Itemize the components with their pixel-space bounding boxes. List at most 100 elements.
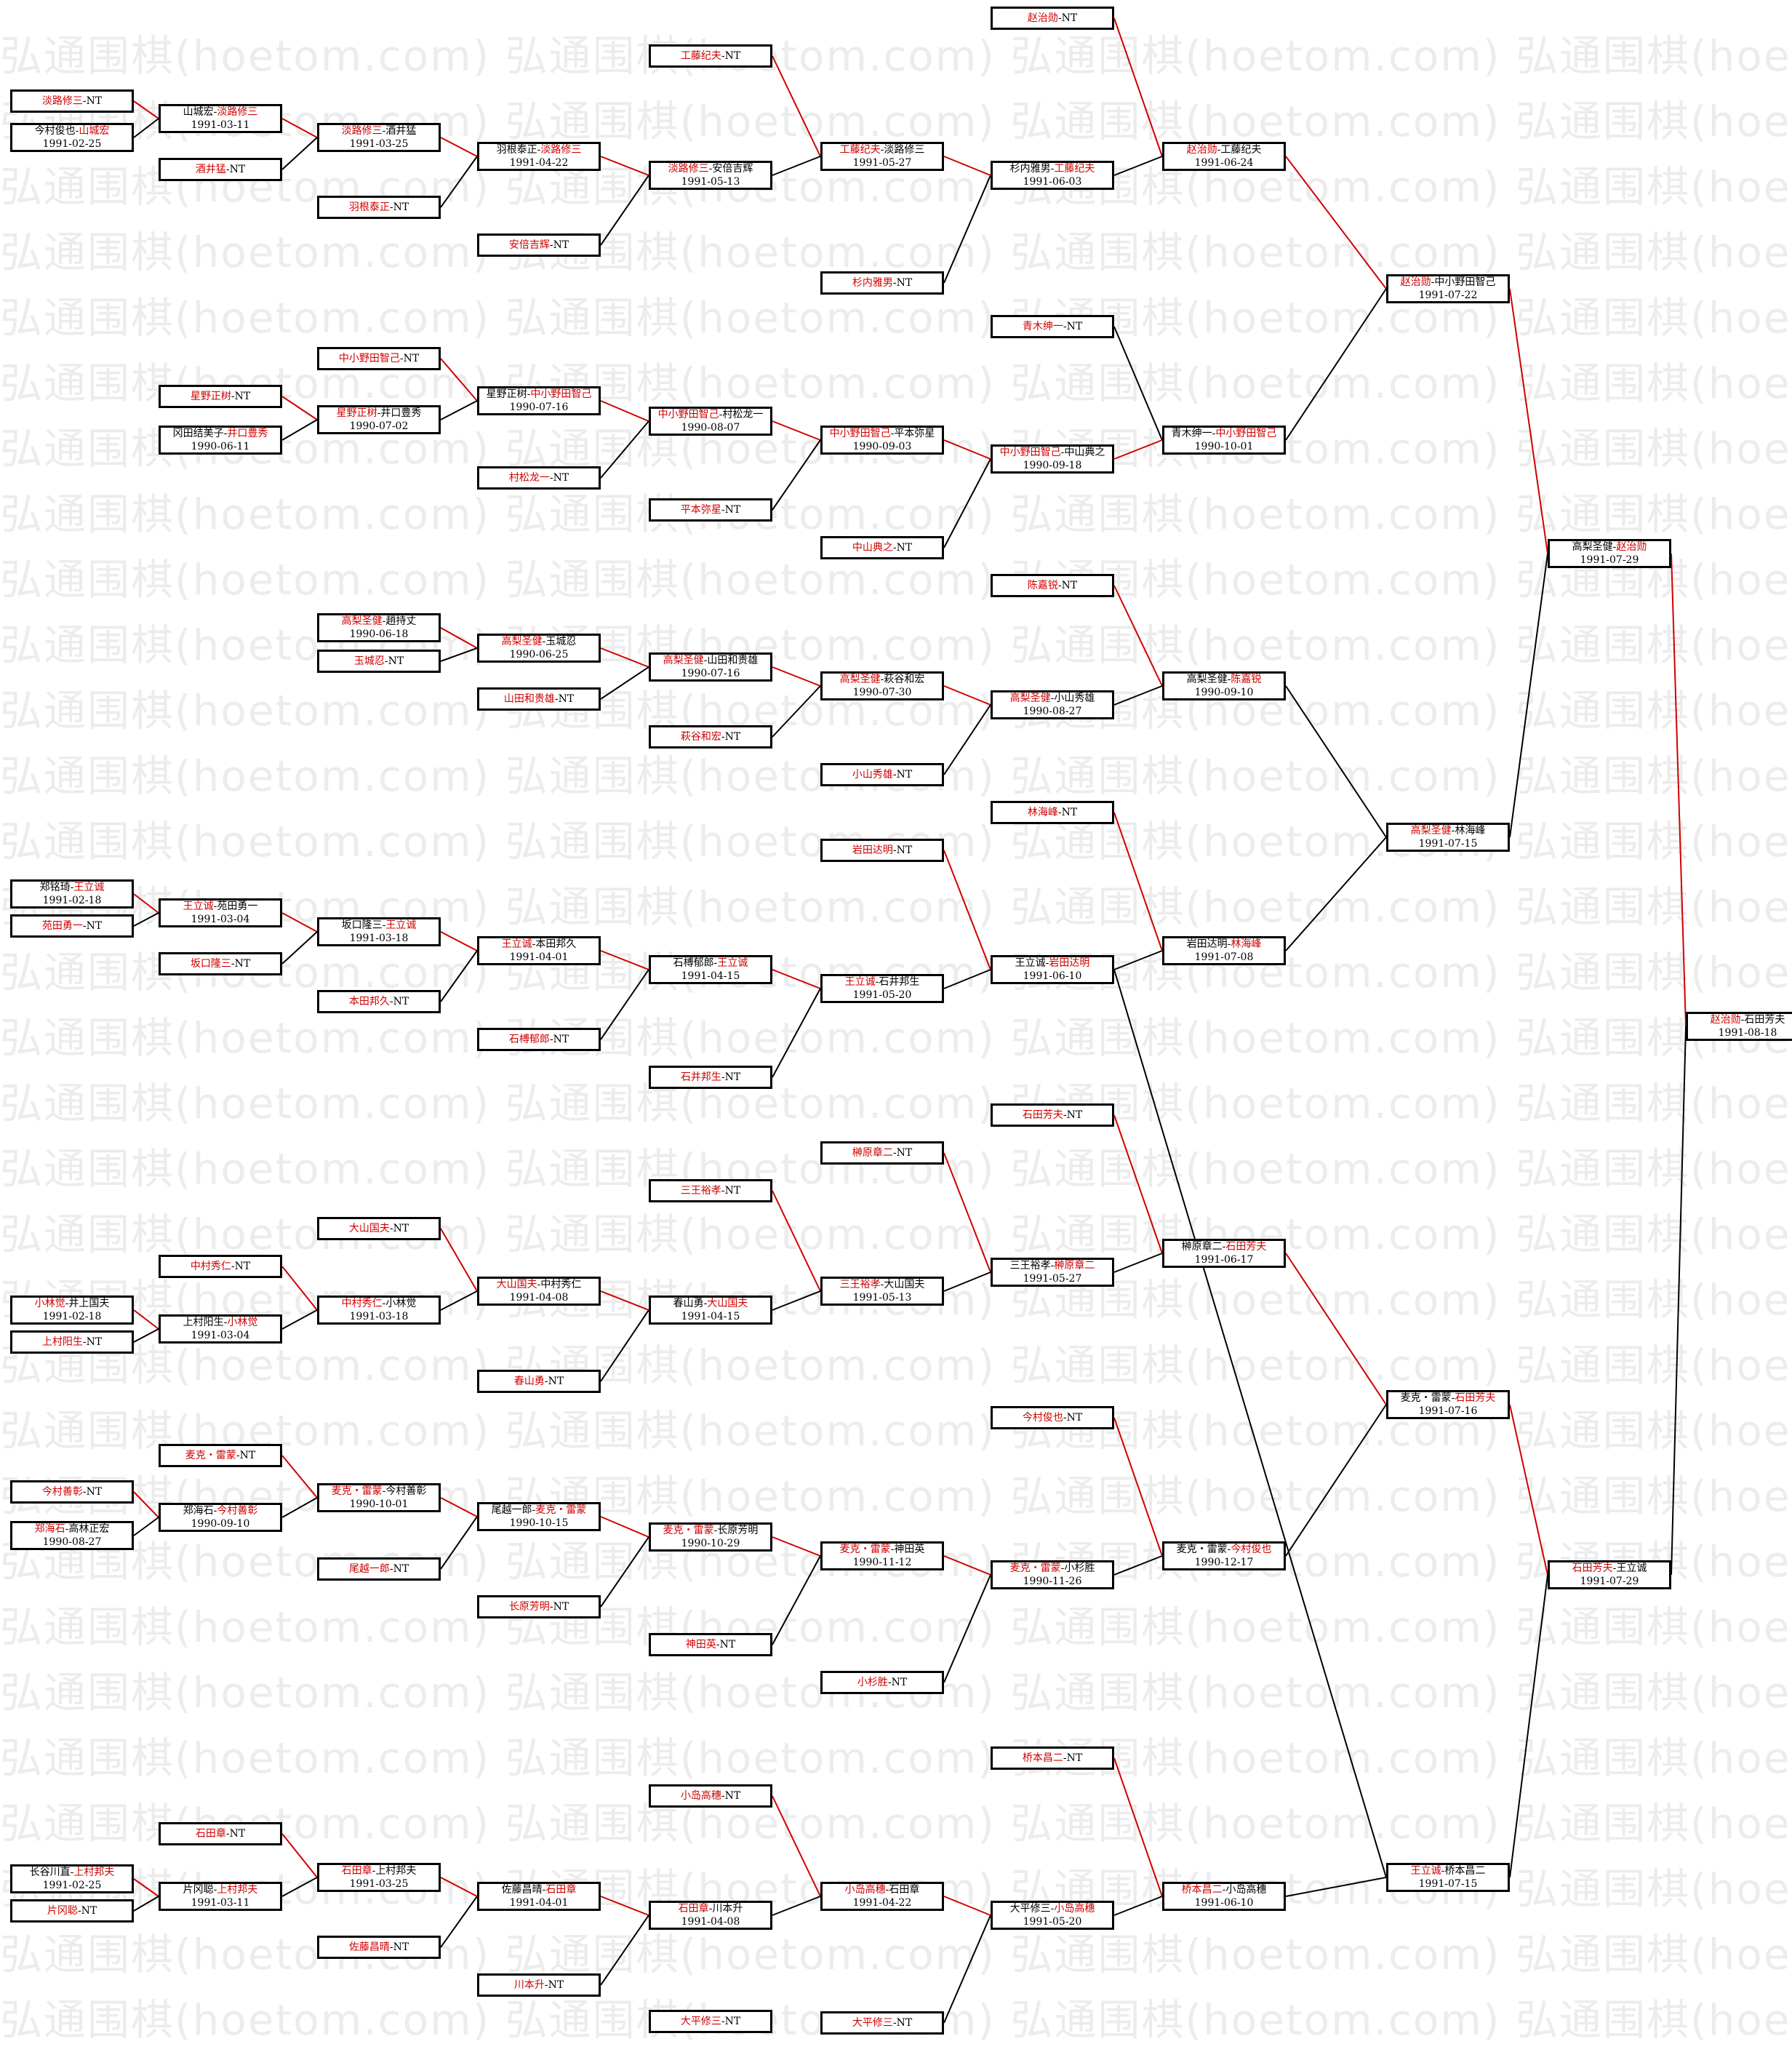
match-box[interactable]: 石井邦生-NT bbox=[649, 1066, 772, 1089]
match-box[interactable]: 淡路修三-NT bbox=[10, 89, 134, 113]
match-box[interactable]: 小山秀雄-NT bbox=[820, 763, 944, 786]
match-box[interactable]: 大山国夫-NT bbox=[317, 1217, 441, 1240]
match-box[interactable]: 佐藤昌晴-NT bbox=[317, 1936, 441, 1959]
match-box[interactable]: 苑田勇一-NT bbox=[10, 914, 134, 938]
match-box[interactable]: 中村秀仁-NT bbox=[159, 1255, 282, 1278]
match-box[interactable]: 杉内雅男-NT bbox=[820, 271, 944, 295]
match-box[interactable]: 中山典之-NT bbox=[820, 536, 944, 559]
match-box[interactable]: 青木绅一-NT bbox=[991, 315, 1114, 338]
match-box[interactable]: 陈嘉锐-NT bbox=[991, 574, 1114, 597]
match-box[interactable]: 林海峰-NT bbox=[991, 801, 1114, 824]
match-box[interactable]: 星野正树-NT bbox=[159, 385, 282, 408]
match-box[interactable]: 大平修三-NT bbox=[649, 2010, 772, 2033]
match-box[interactable]: 石田章-NT bbox=[159, 1822, 282, 1845]
match-box[interactable]: 麦克・雷蒙-NT bbox=[159, 1444, 282, 1467]
match-box[interactable]: 上村阳生-NT bbox=[10, 1330, 134, 1354]
match-box[interactable]: 萩谷和宏-NT bbox=[649, 725, 772, 748]
match-box[interactable]: 小岛高穗-NT bbox=[649, 1784, 772, 1808]
match-box[interactable]: 神田英-NT bbox=[649, 1633, 772, 1656]
match-box[interactable]: 岩田达明-NT bbox=[820, 839, 944, 862]
match-box[interactable]: 川本升-NT bbox=[477, 1973, 601, 1997]
match-box[interactable]: 春山勇-NT bbox=[477, 1370, 601, 1393]
match-box[interactable]: 山田和贵雄-NT bbox=[477, 687, 601, 711]
match-box[interactable]: 尾越一郎-NT bbox=[317, 1557, 441, 1581]
match-box[interactable]: 工藤纪夫-NT bbox=[649, 44, 772, 68]
match-box[interactable]: 今村俊也-NT bbox=[991, 1406, 1114, 1429]
match-box[interactable]: 玉城忍-NT bbox=[317, 650, 441, 673]
match-box[interactable]: 小杉胜-NT bbox=[820, 1671, 944, 1694]
match-box[interactable]: 赵治勋-NT bbox=[991, 7, 1114, 30]
match-box[interactable]: 中小野田智己-NT bbox=[317, 347, 441, 370]
match-box[interactable]: 大平修三-NT bbox=[820, 2011, 944, 2035]
match-box[interactable]: 安倍吉辉-NT bbox=[477, 233, 601, 257]
match-box[interactable]: 三王裕孝-NT bbox=[649, 1179, 772, 1202]
match-box[interactable]: 榊原章二-NT bbox=[820, 1141, 944, 1165]
match-box[interactable]: 村松龙一-NT bbox=[477, 466, 601, 490]
match-box[interactable]: 本田邦久-NT bbox=[317, 990, 441, 1013]
match-box[interactable]: 羽根泰正-NT bbox=[317, 196, 441, 219]
match-box[interactable]: 今村善彰-NT bbox=[10, 1480, 134, 1504]
match-box[interactable]: 酒井猛-NT bbox=[159, 158, 282, 181]
match-box[interactable]: 石榑郁郎-NT bbox=[477, 1028, 601, 1051]
match-box[interactable]: 坂口隆三-NT bbox=[159, 952, 282, 975]
match-box[interactable]: 长原芳明-NT bbox=[477, 1595, 601, 1618]
